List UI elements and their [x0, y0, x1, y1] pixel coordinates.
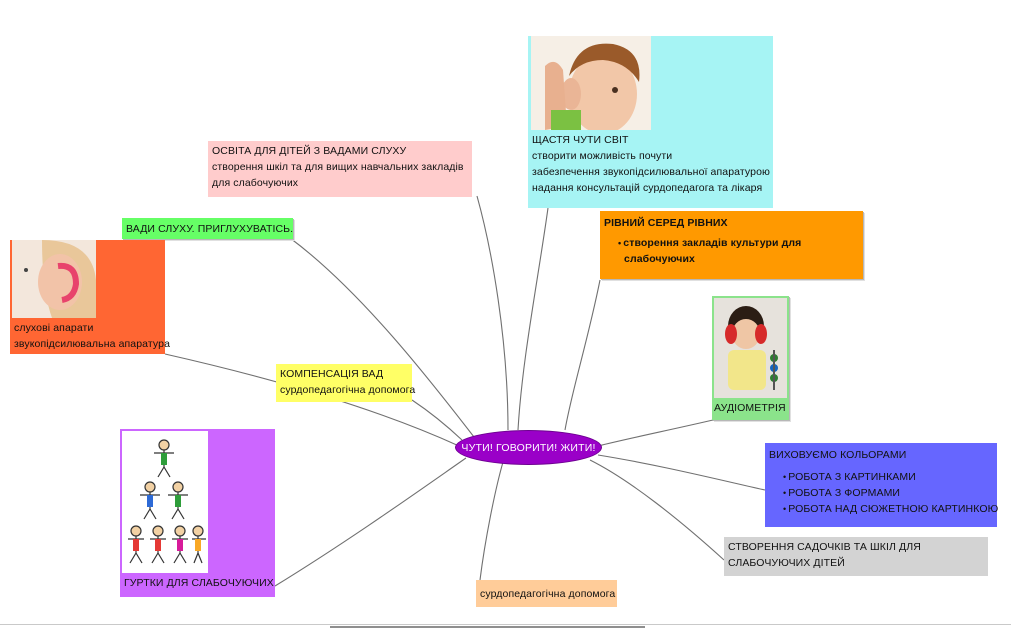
hearing-aids-line-2: звукопідсилювальна апаратура — [14, 338, 171, 350]
bottom-divider — [0, 624, 1011, 625]
audiometry-label: АУДІОМЕТРІЯ — [714, 402, 786, 414]
connector-surdo — [479, 461, 504, 581]
node-surdo: сурдопедагогічна допомога — [476, 580, 617, 607]
education-line-2: для слабочуючих — [212, 177, 299, 189]
equal-title: РІВНИЙ СЕРЕД РІВНИХ — [604, 217, 728, 229]
happiness-line-1: створити можливість почути — [532, 150, 673, 162]
node-happiness: ЩАСТЯ ЧУТИ СВІТ створити можливість почу… — [528, 36, 773, 208]
connector-education — [476, 195, 509, 431]
connector-compensation — [411, 399, 463, 441]
equal-line-1: створення закладів культури для — [618, 235, 859, 251]
colors-item-3: РОБОТА НАД СЮЖЕТНОЮ КАРТИНКОЮ — [783, 501, 998, 517]
colors-item-1: РОБОТА З КАРТИНКАМИ — [783, 469, 993, 485]
node-compensation: КОМПЕНСАЦІЯ ВАД сурдопедагогічна допомог… — [276, 364, 416, 402]
node-audiometry: АУДІОМЕТРІЯ — [712, 296, 789, 420]
happiness-line-2: забезпечення звукопідсилювальної апарату… — [532, 166, 770, 178]
center-node: ЧУТИ! ГОВОРИТИ! ЖИТИ! — [455, 430, 602, 465]
connector-audiometry — [597, 419, 714, 447]
defects-title: ВАДИ СЛУХУ. ПРИГЛУХУВАТІСЬ. — [126, 223, 294, 235]
kindergartens-line-1: СТВОРЕННЯ САДОЧКІВ ТА ШКІЛ ДЛЯ — [728, 541, 921, 553]
bottom-scrollbar-line — [330, 626, 645, 628]
hearing-aid-photo — [12, 240, 96, 318]
node-education: ОСВІТА ДЛЯ ДІТЕЙ З ВАДАМИ СЛУХУ створенн… — [208, 141, 472, 197]
node-colors: ВИХОВУЄМО КОЛЬОРАМИ РОБОТА З КАРТИНКАМИ … — [765, 443, 998, 527]
compensation-title: КОМПЕНСАЦІЯ ВАД — [280, 368, 384, 380]
connector-clubs — [274, 457, 467, 587]
node-defects: ВАДИ СЛУХУ. ПРИГЛУХУВАТІСЬ. — [122, 218, 293, 239]
connector-kindergartens — [589, 459, 725, 561]
connector-happiness — [517, 207, 549, 431]
node-equal: РІВНИЙ СЕРЕД РІВНИХ створення закладів к… — [600, 211, 863, 279]
kindergartens-line-2: СЛАБОЧУЮЧИХ ДІТЕЙ — [728, 557, 845, 569]
center-label: ЧУТИ! ГОВОРИТИ! ЖИТИ! — [461, 441, 596, 454]
happiness-line-3: надання консультацій сурдопедагога та лі… — [532, 182, 763, 194]
surdo-label: сурдопедагогічна допомога — [480, 588, 616, 600]
connector-equal — [564, 279, 601, 431]
audiometry-photo — [714, 298, 787, 398]
education-line-1: створення шкіл та для вищих навчальних з… — [212, 161, 464, 173]
colors-title: ВИХОВУЄМО КОЛЬОРАМИ — [769, 449, 907, 461]
node-clubs: ГУРТКИ ДЛЯ СЛАБОЧУЮЧИХ — [120, 429, 275, 597]
connector-defects — [289, 237, 475, 438]
child-ear-photo — [531, 36, 651, 130]
node-hearing-aids: слухові апарати звукопідсилювальна апара… — [10, 240, 171, 354]
education-title: ОСВІТА ДЛЯ ДІТЕЙ З ВАДАМИ СЛУХУ — [212, 145, 407, 157]
connector-colors — [597, 454, 766, 491]
equal-line-2: слабочуючих — [624, 253, 695, 265]
clubs-label: ГУРТКИ ДЛЯ СЛАБОЧУЮЧИХ — [124, 577, 274, 589]
hearing-aids-line-1: слухові апарати — [14, 322, 94, 334]
colors-item-2: РОБОТА З ФОРМАМИ — [783, 485, 993, 501]
clubs-drawing — [122, 431, 208, 573]
compensation-subtitle: сурдопедагогічна допомога — [280, 384, 416, 396]
happiness-title: ЩАСТЯ ЧУТИ СВІТ — [532, 134, 629, 146]
node-kindergartens: СТВОРЕННЯ САДОЧКІВ ТА ШКІЛ ДЛЯ СЛАБОЧУЮЧ… — [724, 537, 988, 576]
